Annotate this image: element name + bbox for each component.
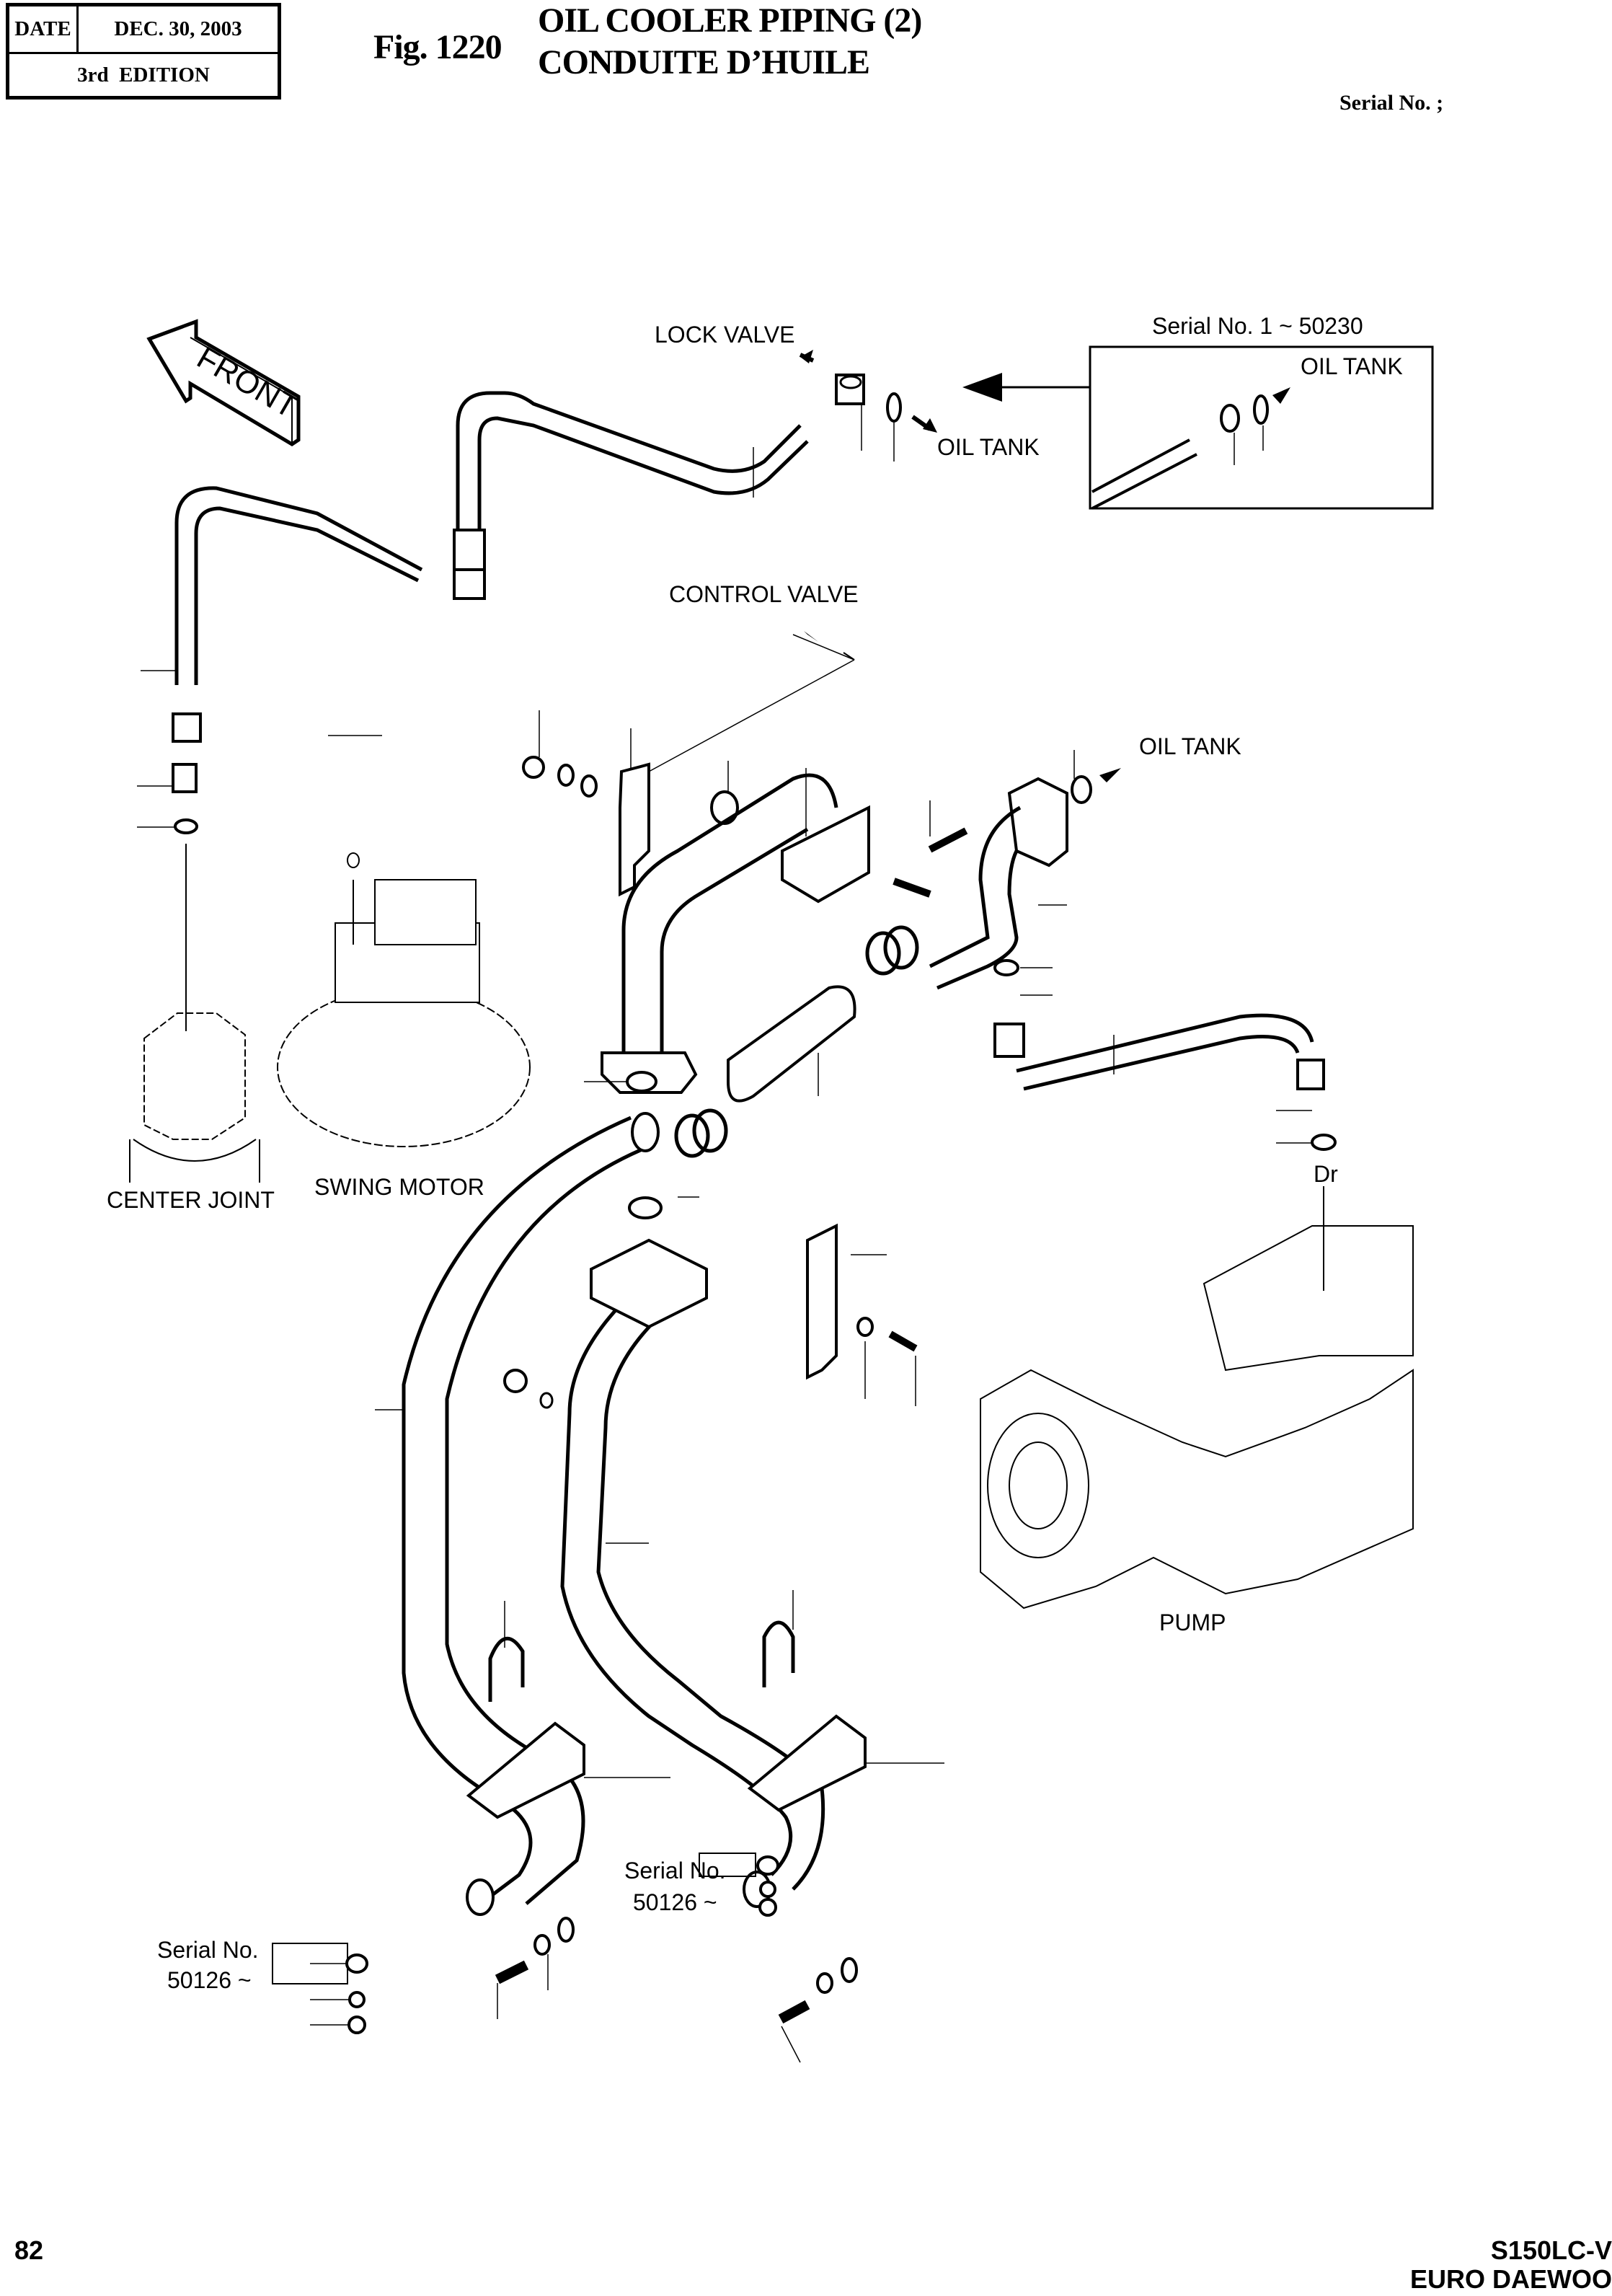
bolt-icon — [893, 878, 931, 898]
washer-icon — [816, 1972, 833, 1994]
page-title: OIL COOLER PIPING (2) — [538, 1, 922, 40]
inset-oil-tank-label: OIL TANK — [1301, 353, 1403, 379]
serial-note-left-line2: 50126 ~ — [167, 1967, 252, 1993]
oil-tank-right-label: OIL TANK — [1139, 733, 1241, 759]
o-ring-icon — [1253, 394, 1269, 425]
o-ring-icon — [539, 1392, 554, 1409]
clamp-icon — [692, 1108, 728, 1153]
figure-number: Fig. 1220 — [373, 28, 502, 66]
date-row: DATE DEC. 30, 2003 — [9, 6, 278, 54]
lock-valve-label: LOCK VALVE — [655, 322, 795, 348]
o-ring-icon — [1071, 775, 1092, 804]
date-edition-box: DATE DEC. 30, 2003 3rd EDITION — [6, 3, 281, 100]
pipe-icon — [402, 1112, 660, 1916]
serial-note-mid-line1: Serial No. — [624, 1858, 726, 1884]
washer-icon — [856, 1317, 874, 1337]
nut-icon — [348, 1991, 366, 2008]
pipe-icon — [929, 777, 1068, 990]
flow-arrow-icon — [804, 631, 818, 642]
nut-icon — [759, 1881, 776, 1898]
edition-label: 3rd EDITION — [77, 63, 210, 87]
leader-lines — [137, 404, 1312, 2063]
flow-arrow-icon — [1099, 768, 1121, 782]
drain-funnel-icon — [628, 1196, 663, 1219]
pump-label: PUMP — [1159, 1610, 1226, 1635]
clamp-icon — [883, 925, 919, 970]
serial-note-left-line1: Serial No. — [157, 1937, 259, 1963]
washer-icon — [841, 1957, 858, 1983]
serial-note-mid-line2: 50126 ~ — [633, 1889, 717, 1915]
clamp-icon — [674, 1113, 710, 1158]
bracket-icon — [619, 762, 650, 897]
serial-inset-box — [1089, 345, 1434, 510]
bolt-icon — [888, 1330, 918, 1352]
bracket-icon — [806, 1223, 838, 1380]
washer-icon — [580, 774, 598, 798]
flange-plate-icon — [590, 1238, 708, 1329]
serial-number-header: Serial No. ; — [1339, 91, 1444, 115]
oil-tank-label: OIL TANK — [937, 434, 1040, 460]
o-ring-icon — [174, 818, 198, 834]
page-number: 82 — [14, 2235, 44, 2265]
inset-serial-label: Serial No. 1 ~ 50230 — [1152, 313, 1363, 339]
serial-note-box — [699, 1853, 756, 1877]
date-value: DEC. 30, 2003 — [114, 17, 242, 40]
front-arrow-icon: FRONT — [146, 319, 304, 446]
o-ring-icon — [993, 959, 1019, 976]
washer-icon — [557, 1917, 575, 1943]
swing-motor-label: SWING MOTOR — [314, 1174, 484, 1200]
bolt-icon — [778, 2000, 810, 2024]
washer-icon — [756, 1855, 779, 1876]
u-bolt-icon — [488, 1636, 525, 1702]
model-name: S150LC-V — [1490, 2235, 1612, 2265]
nut-icon — [347, 2015, 366, 2034]
drain-port-label: Dr — [1314, 1161, 1338, 1187]
pump-icon — [980, 1225, 1414, 1610]
hose-sleeve-icon — [727, 985, 856, 1103]
clamp-icon — [865, 931, 901, 976]
pipe-icon — [560, 1297, 825, 1908]
washer-icon — [557, 764, 575, 787]
hose-icon — [453, 391, 809, 600]
bracket-icon — [466, 1721, 585, 1819]
plug-icon — [503, 1369, 528, 1393]
nut-icon — [758, 1898, 777, 1917]
washer-icon — [345, 1953, 368, 1974]
u-bolt-icon — [762, 1620, 795, 1687]
pointer-arrow-icon — [962, 373, 1002, 402]
center-joint-icon — [129, 1012, 260, 1183]
page-subtitle: CONDUITE D’HUILE — [538, 43, 870, 81]
control-valve-label: CONTROL VALVE — [669, 581, 859, 607]
date-label: DATE — [9, 6, 79, 52]
flow-arrow-icon — [1272, 387, 1290, 404]
o-ring-icon — [886, 392, 902, 423]
center-joint-label: CENTER JOINT — [107, 1187, 275, 1213]
nut-icon — [522, 756, 545, 779]
bolt-icon — [928, 827, 968, 853]
bracket-icon — [747, 1714, 867, 1812]
hose-icon — [172, 486, 423, 793]
bolt-icon — [495, 1960, 529, 1984]
swing-motor-icon — [277, 852, 531, 1147]
washer-icon — [533, 1934, 551, 1956]
o-ring-icon — [1311, 1134, 1337, 1151]
o-ring-icon — [710, 790, 739, 825]
brand-name: EURO DAEWOO — [1409, 2264, 1612, 2294]
tee-fitting-icon — [835, 374, 865, 405]
hose-icon — [993, 1013, 1325, 1091]
